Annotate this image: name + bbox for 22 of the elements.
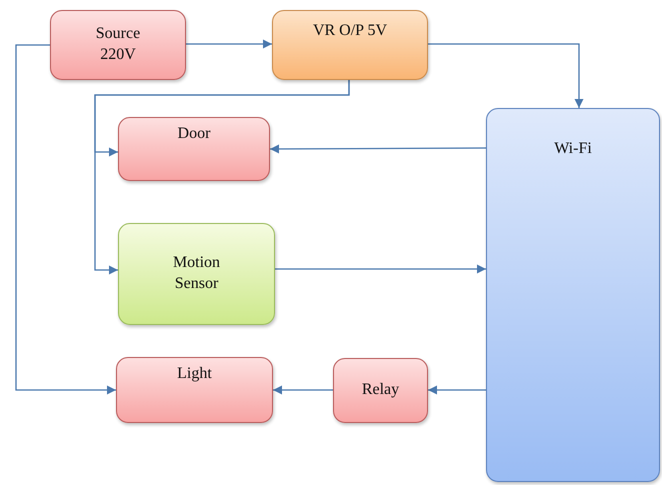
- block-label: Relay: [362, 380, 400, 400]
- arrow: [15, 44, 116, 395]
- block-label: Wi-Fi: [554, 139, 592, 159]
- block-label: VR O/P 5V: [312, 21, 388, 41]
- block-box: [333, 358, 428, 423]
- block-box: [118, 223, 275, 325]
- block-label: Light: [177, 364, 212, 384]
- arrow: [428, 43, 584, 108]
- block-box: [116, 357, 273, 423]
- arrow: [428, 385, 486, 395]
- arrow: [275, 264, 486, 274]
- block-box: [50, 10, 186, 80]
- arrow: [186, 39, 272, 49]
- block-label: Motion Sensor: [172, 253, 222, 294]
- block-box: [272, 10, 428, 80]
- block-label: Door: [178, 124, 210, 144]
- arrow: [270, 144, 486, 154]
- arrow: [273, 385, 333, 395]
- block-box: [486, 108, 660, 482]
- block-box: [118, 117, 270, 181]
- arrow: [94, 80, 350, 275]
- block-label: Source 220V: [94, 24, 142, 65]
